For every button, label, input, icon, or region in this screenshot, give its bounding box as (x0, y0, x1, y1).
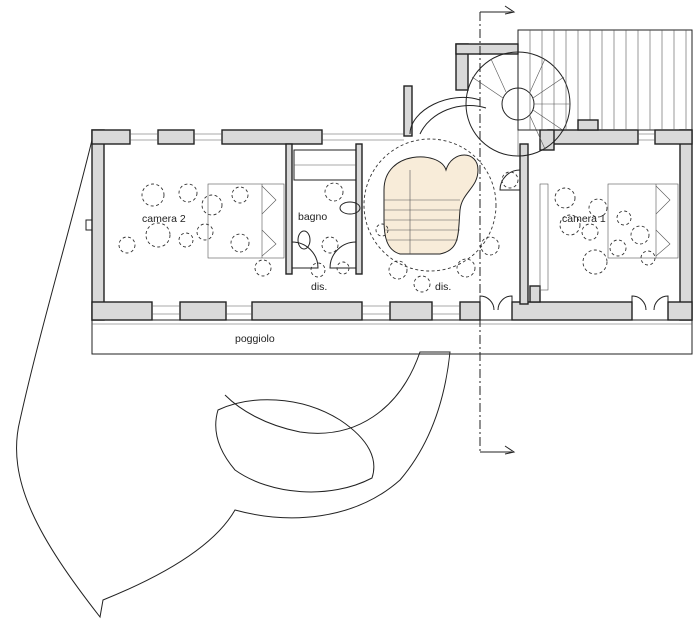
bed-camera-2 (207, 183, 285, 259)
garden-leaf (215, 399, 375, 493)
label-dis-left: dis. (311, 281, 327, 293)
label-camera-1: camera 1 (562, 213, 606, 225)
balcony (91, 319, 693, 355)
terrace (517, 29, 693, 131)
curved-staircase (363, 96, 497, 272)
wardrobe-camera-1 (539, 183, 549, 291)
section-line (479, 5, 516, 455)
walls (91, 43, 693, 321)
windows (130, 133, 655, 315)
bed-camera-1 (607, 183, 679, 259)
garden-outline (16, 139, 451, 619)
label-dis-right: dis. (435, 281, 451, 293)
wall-symbol (85, 219, 93, 231)
label-camera-2: camera 2 (142, 213, 186, 225)
doors (291, 169, 669, 318)
dashed-circles (118, 171, 656, 293)
label-poggiolo: poggiolo (235, 333, 275, 345)
label-bagno: bagno (298, 211, 327, 223)
